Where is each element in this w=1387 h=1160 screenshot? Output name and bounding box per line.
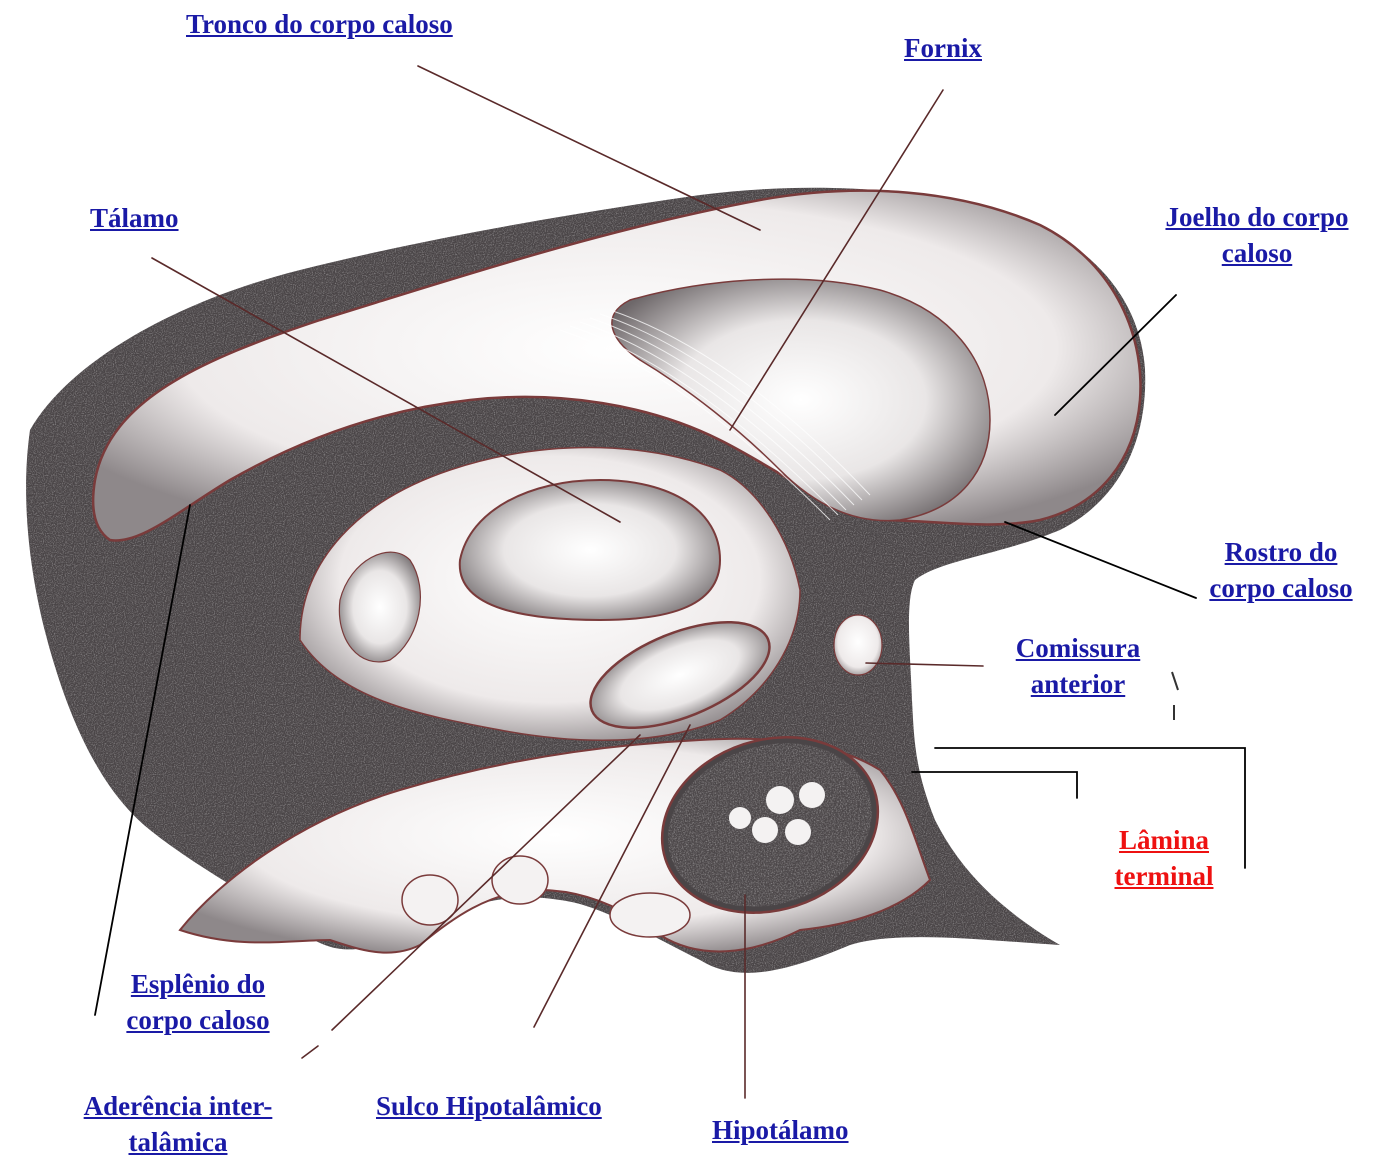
label-fornix[interactable]: Fornix <box>904 30 982 66</box>
label-lamina-line2: terminal <box>1102 858 1226 894</box>
label-aderencia-line2: talâmica <box>60 1124 296 1160</box>
label-aderencia-line1: Aderência inter- <box>60 1088 296 1124</box>
label-comissura-line2: anterior <box>1002 666 1154 702</box>
label-esplenio-do-corpo-caloso[interactable]: Esplênio do corpo caloso <box>108 966 288 1038</box>
label-lamina-line1: Lâmina <box>1102 822 1226 858</box>
leader-lamina-b <box>912 772 1077 798</box>
label-joelho-line2: caloso <box>1146 235 1368 271</box>
label-rostro-do-corpo-caloso[interactable]: Rostro do corpo caloso <box>1195 534 1367 606</box>
label-talamo[interactable]: Tálamo <box>90 200 179 236</box>
label-comissura-anterior[interactable]: Comissura anterior <box>1002 630 1154 702</box>
label-hipotalamo[interactable]: Hipotálamo <box>712 1112 849 1148</box>
label-sulco-hipotalamico[interactable]: Sulco Hipotalâmico <box>376 1088 602 1124</box>
label-sulco-text: Sulco Hipotalâmico <box>376 1088 602 1124</box>
label-aderencia-intertalamica[interactable]: Aderência inter- talâmica <box>60 1088 296 1160</box>
label-tronco-do-corpo-caloso[interactable]: Tronco do corpo caloso <box>186 6 453 42</box>
label-tronco-text: Tronco do corpo caloso <box>186 6 453 42</box>
label-hipotalamo-text: Hipotálamo <box>712 1112 849 1148</box>
label-joelho-do-corpo-caloso[interactable]: Joelho do corpo caloso <box>1146 199 1368 271</box>
label-rostro-line2: corpo caloso <box>1195 570 1367 606</box>
label-talamo-text: Tálamo <box>90 200 179 236</box>
label-esplenio-line2: corpo caloso <box>108 1002 288 1038</box>
label-joelho-line1: Joelho do corpo <box>1146 199 1368 235</box>
leader-aderencia-b <box>302 1046 318 1058</box>
label-comissura-line1: Comissura <box>1002 630 1154 666</box>
label-lamina-terminal[interactable]: Lâmina terminal <box>1102 822 1226 894</box>
edge-mark <box>1172 672 1178 720</box>
label-fornix-text: Fornix <box>904 30 982 66</box>
leader-rostro <box>1005 522 1196 598</box>
label-rostro-line1: Rostro do <box>1195 534 1367 570</box>
leader-tronco <box>418 66 760 230</box>
label-esplenio-line1: Esplênio do <box>108 966 288 1002</box>
